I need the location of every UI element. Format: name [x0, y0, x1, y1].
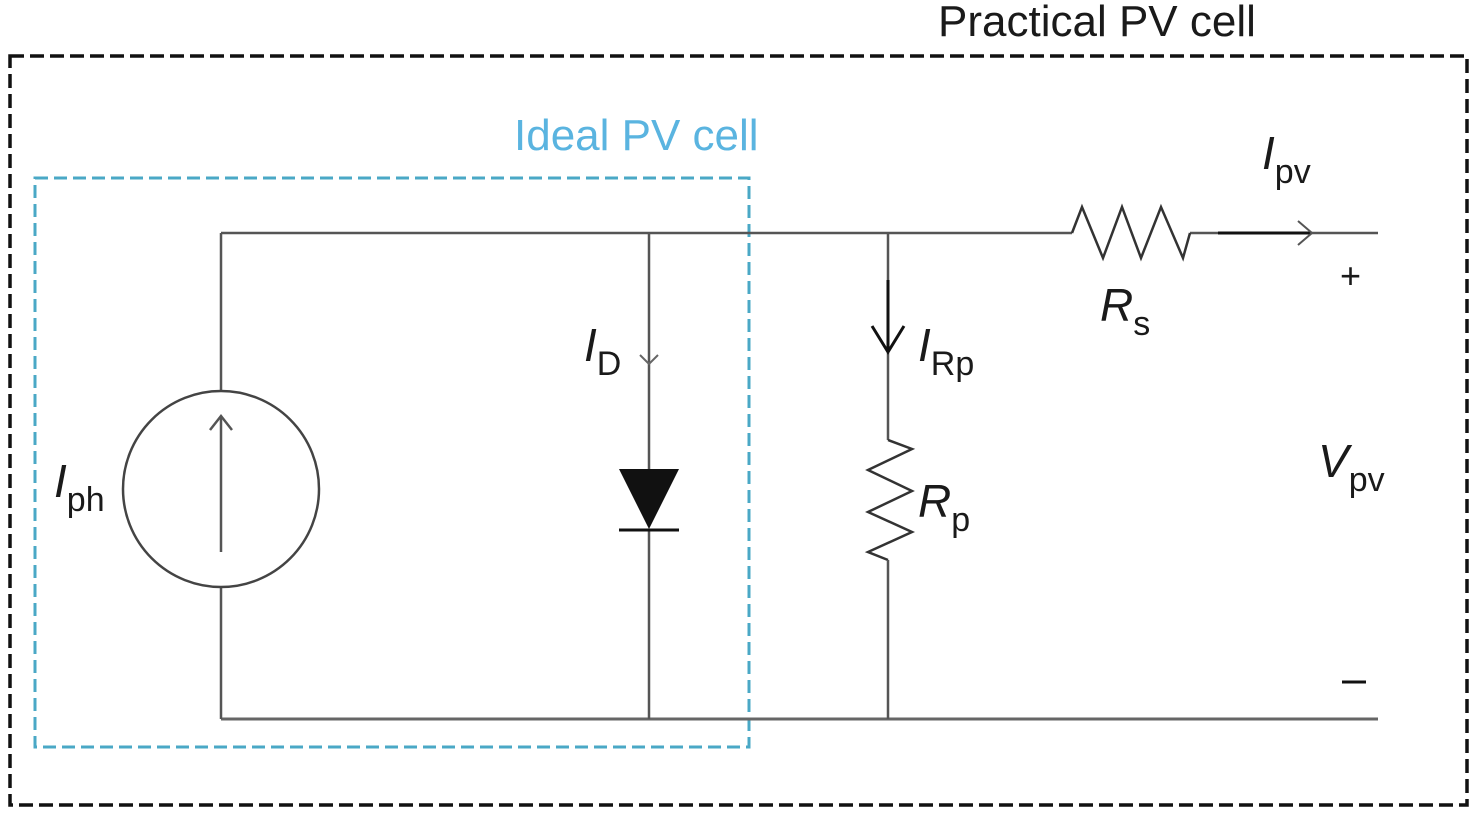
output-voltage-subscript: pv — [1348, 461, 1385, 499]
ideal-pv-cell-boundary — [33, 176, 751, 749]
shunt-resistor-label: Rp — [918, 475, 970, 537]
photocurrent-subscript: ph — [66, 481, 105, 519]
output-current-label: Ipv — [1262, 127, 1311, 189]
ideal-pv-cell-title: Ideal PV cell — [514, 111, 759, 160]
current-source-arrow-icon — [209, 413, 233, 552]
diode-current-label: ID — [584, 319, 621, 381]
output-current-arrow-icon — [1297, 220, 1314, 246]
output-current-symbol: I — [1262, 127, 1275, 179]
shunt-resistor-symbol — [864, 438, 916, 562]
diode-current-subscript: D — [596, 345, 622, 383]
practical-pv-cell-title: Practical PV cell — [938, 0, 1256, 46]
series-resistor-symbol — [1070, 203, 1192, 262]
output-current-subscript: pv — [1274, 153, 1311, 191]
output-voltage-label: Vpv — [1318, 435, 1385, 497]
shunt-resistor-symbol-text: R — [918, 475, 952, 527]
photocurrent-symbol: I — [54, 455, 67, 507]
series-resistor-subscript: s — [1133, 305, 1151, 343]
practical-pv-cell-boundary — [8, 54, 1469, 807]
output-voltage-symbol: V — [1318, 435, 1349, 487]
shunt-current-subscript: Rp — [930, 345, 975, 383]
current-source-symbol — [121, 389, 321, 589]
shunt-current-label: IRp — [918, 319, 974, 381]
series-resistor-symbol-text: R — [1100, 279, 1134, 331]
diode-current-arrow-icon — [639, 354, 659, 366]
positive-terminal-label: + — [1340, 255, 1362, 296]
shunt-current-arrow-icon — [870, 325, 906, 355]
diode-current-symbol: I — [584, 319, 597, 371]
shunt-resistor-subscript: p — [951, 501, 971, 539]
series-resistor-label: Rs — [1100, 279, 1150, 341]
shunt-current-symbol: I — [918, 319, 931, 371]
photocurrent-label: Iph — [54, 455, 105, 517]
diode-icon — [619, 469, 679, 532]
